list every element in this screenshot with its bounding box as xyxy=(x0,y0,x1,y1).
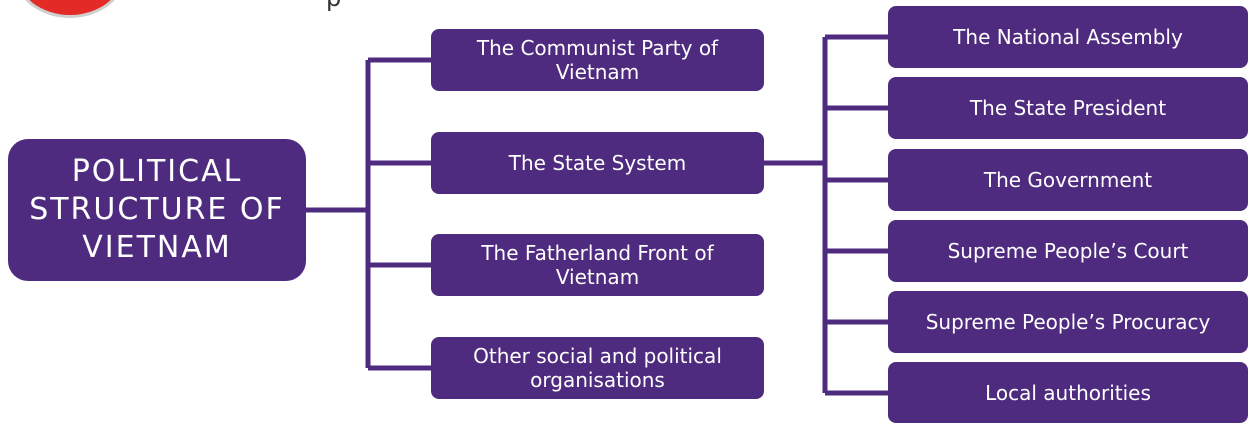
node-supreme-court: Supreme People’s Court xyxy=(888,220,1248,282)
node-state-president: The State President xyxy=(888,77,1248,139)
branch-state-system: The State System xyxy=(431,132,764,194)
node-supreme-procuracy: Supreme People’s Procuracy xyxy=(888,291,1248,353)
node-government: The Government xyxy=(888,149,1248,211)
branch-communist-party: The Communist Party of Vietnam xyxy=(431,29,764,91)
node-national-assembly: The National Assembly xyxy=(888,6,1248,68)
root-node: POLITICAL STRUCTURE OF VIETNAM xyxy=(8,139,306,281)
node-local-authorities: Local authorities xyxy=(888,362,1248,423)
header-text-fragment: p xyxy=(326,0,341,10)
branch-fatherland-front: The Fatherland Front of Vietnam xyxy=(431,234,764,296)
branch-other-organisations: Other social and political organisations xyxy=(431,337,764,399)
